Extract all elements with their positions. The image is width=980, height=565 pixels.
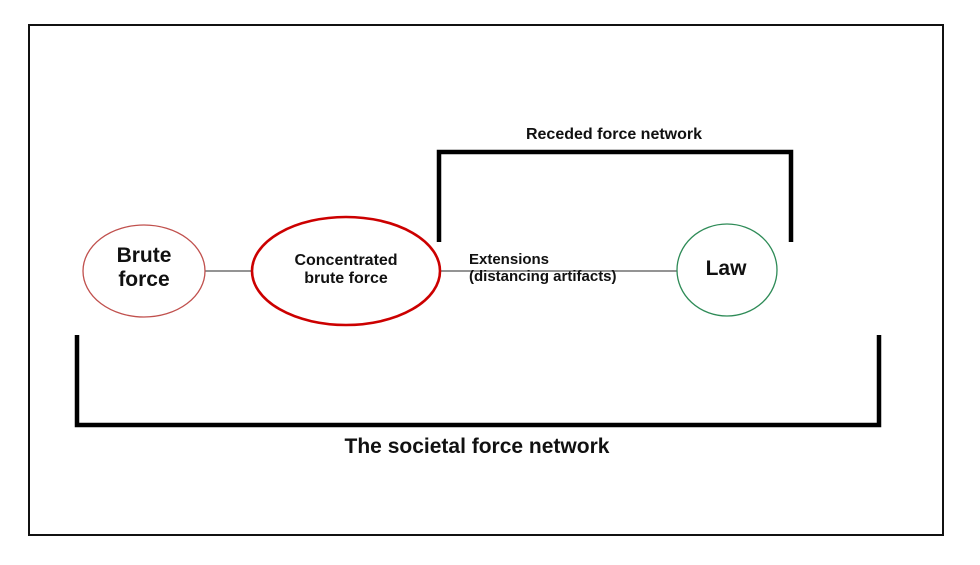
node-concentrated-brute-force bbox=[250, 215, 442, 327]
bracket-bottom-label: The societal force network bbox=[344, 435, 610, 458]
node-label-line: Brute bbox=[116, 244, 172, 267]
edge-label-line: (distancing artifacts) bbox=[469, 268, 617, 286]
node-label-concentrated-brute-force: Concentrated brute force bbox=[266, 252, 426, 289]
bracket-receded-force-network bbox=[436, 149, 794, 242]
node-label-line: force bbox=[118, 268, 170, 292]
edge-label-extensions: Extensions (distancing artifacts) bbox=[469, 251, 617, 286]
bracket-societal-force-network bbox=[74, 335, 882, 428]
node-brute-force bbox=[82, 224, 206, 318]
node-label-brute-force: Brute force bbox=[84, 244, 204, 292]
node-label-line: Concentrated bbox=[294, 252, 398, 269]
bracket-top-label: Receded force network bbox=[525, 126, 703, 143]
diagram-frame bbox=[28, 24, 944, 536]
node-label-line: Law bbox=[705, 257, 747, 280]
node-label-line: brute force bbox=[304, 270, 388, 288]
edge-label-line: Extensions bbox=[469, 251, 550, 268]
node-law bbox=[676, 223, 778, 317]
node-label-law: Law bbox=[686, 257, 766, 281]
